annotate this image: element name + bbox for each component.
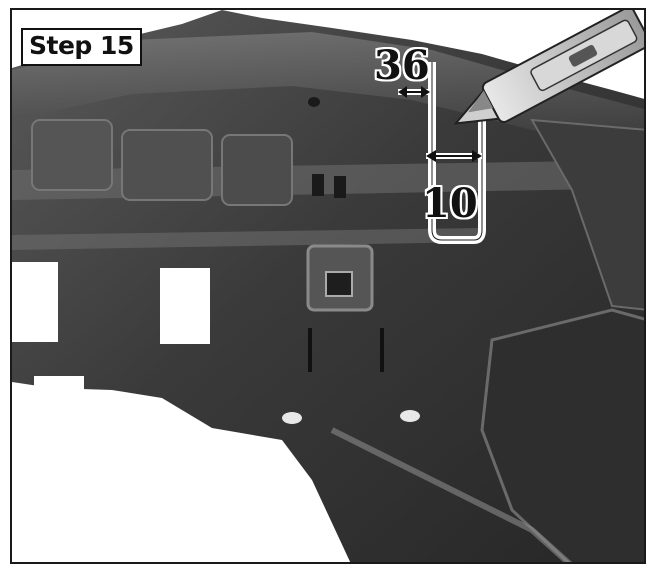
panel-groove-2 bbox=[380, 328, 384, 372]
utility-knife-icon bbox=[453, 10, 644, 125]
dimension-arrow-10 bbox=[426, 150, 482, 162]
panel-hole-1 bbox=[282, 412, 302, 424]
panel-ridge-upper bbox=[12, 32, 644, 150]
dimension-label-top: 36 bbox=[374, 42, 430, 89]
panel-rib-horizontal-2 bbox=[12, 228, 482, 250]
step-label: Step 15 bbox=[21, 28, 142, 66]
panel-pad-2 bbox=[121, 129, 213, 201]
dimension-arrow-36 bbox=[398, 86, 430, 98]
panel-pocket-right bbox=[480, 308, 644, 562]
background-top bbox=[222, 10, 644, 99]
panel-hole-3 bbox=[308, 97, 320, 107]
panel-opening-center-left bbox=[160, 268, 210, 344]
panel-clip-slot bbox=[325, 271, 353, 297]
panel-side-wall-right bbox=[530, 118, 644, 311]
panel-hole-2 bbox=[400, 410, 420, 422]
panel-pad-1 bbox=[31, 119, 113, 191]
panel-slot-1 bbox=[312, 174, 324, 196]
dimension-label-bottom: 10 bbox=[422, 180, 478, 227]
cut-guide-outline bbox=[431, 62, 483, 241]
panel-crease-lower bbox=[330, 427, 573, 562]
underbody-panel-photo bbox=[12, 10, 644, 562]
panel-groove-1 bbox=[308, 328, 312, 372]
image-frame: Step 15 36 10 bbox=[10, 8, 646, 564]
panel-slot-2 bbox=[334, 176, 346, 198]
panel-opening-left bbox=[12, 262, 58, 342]
panel-opening-lower-left bbox=[34, 376, 84, 398]
panel-pad-3 bbox=[221, 134, 293, 206]
